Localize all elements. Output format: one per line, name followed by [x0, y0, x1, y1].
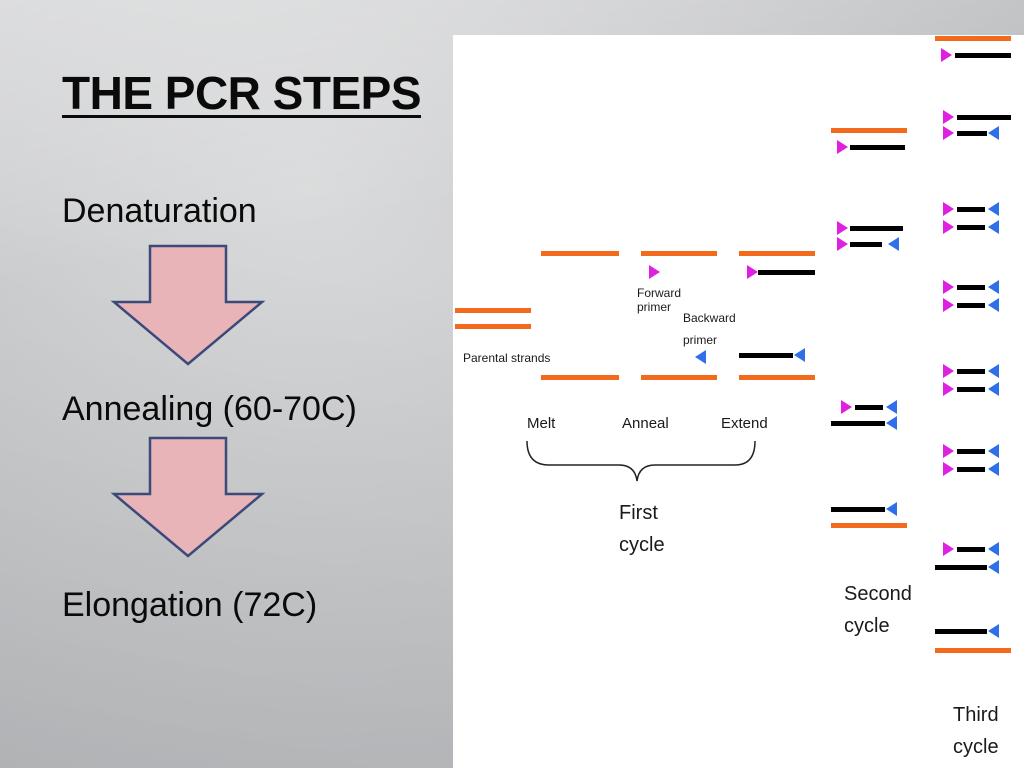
forward-primer-label: Forward: [637, 286, 681, 300]
step-elongation: Elongation (72C): [62, 586, 318, 624]
step-denaturation: Denaturation: [62, 192, 257, 230]
parental-strands-label: Parental strands: [463, 351, 550, 365]
extend-stage: [739, 251, 815, 380]
second-cycle-strands: [831, 128, 907, 528]
step-annealing: Annealing (60-70C): [62, 390, 357, 428]
backward-primer-icon: [695, 350, 706, 364]
backward-primer-label: Backward: [683, 311, 736, 325]
anneal-label: Anneal: [622, 415, 669, 432]
pcr-diagram: Parental strands Forward primer Backward…: [455, 36, 1011, 758]
melt-stage: [541, 251, 619, 380]
forward-primer-icon: [649, 265, 660, 279]
anneal-stage: [641, 251, 717, 380]
pcr-diagram-panel: Parental strands Forward primer Backward…: [453, 35, 1024, 768]
third-cycle-label: Third: [953, 704, 999, 726]
second-cycle-label: Second: [844, 583, 912, 605]
first-cycle-brace: [526, 440, 756, 482]
slide-title: THE PCR STEPS: [62, 67, 422, 119]
parental-strands: [455, 308, 531, 329]
first-cycle-label: First: [619, 502, 658, 524]
backward-primer-label-2: primer: [683, 333, 717, 347]
third-cycle-label-2: cycle: [953, 736, 999, 758]
third-cycle-strands: [935, 36, 1011, 653]
first-cycle-label-2: cycle: [619, 534, 665, 556]
melt-label: Melt: [527, 415, 556, 432]
second-cycle-label-2: cycle: [844, 615, 890, 637]
down-arrow-icon: [110, 244, 266, 366]
forward-primer-label-2: primer: [637, 300, 671, 314]
down-arrow-icon: [110, 436, 266, 558]
extend-label: Extend: [721, 415, 768, 432]
